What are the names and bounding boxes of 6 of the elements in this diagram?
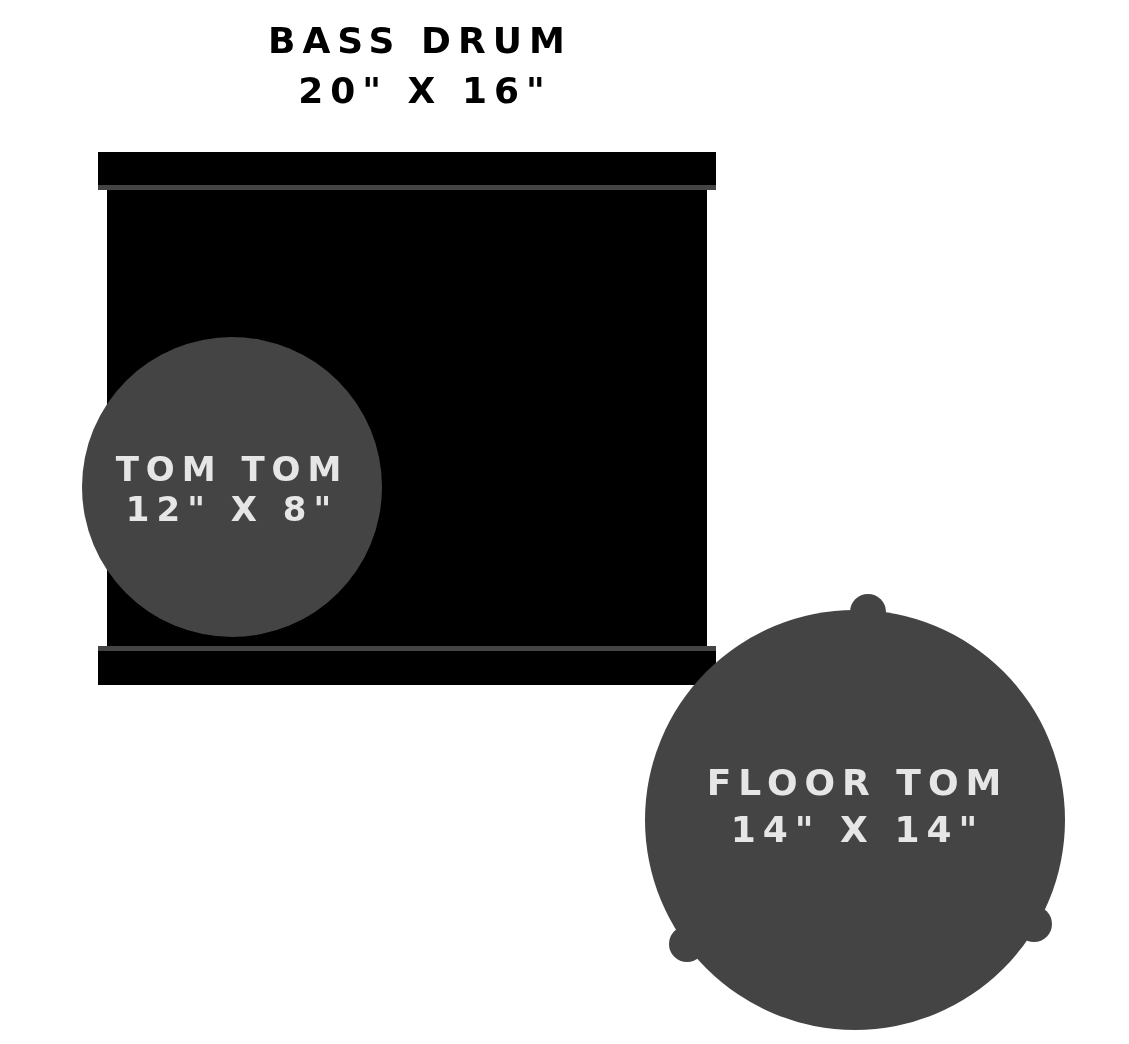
drum-size: 12" X 8" [124,489,340,529]
drum-size: 20" X 16" [297,70,553,111]
drum-name: TOM TOM [114,449,350,489]
drum-name: BASS DRUM [268,20,568,61]
drum-size: 14" X 14" [729,809,986,850]
drum-name: FLOOR TOM [705,762,1010,803]
